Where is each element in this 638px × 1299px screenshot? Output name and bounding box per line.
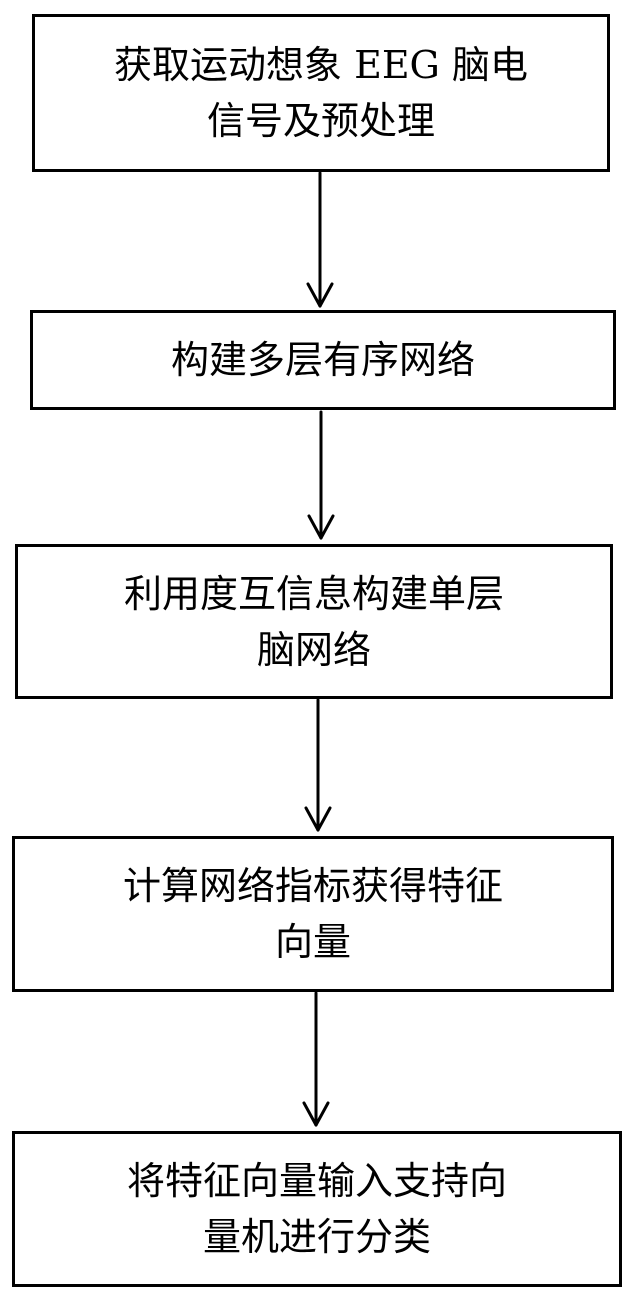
- arrow-3-head: [304, 806, 332, 832]
- step-3-box: 利用度互信息构建单层 脑网络: [15, 544, 613, 699]
- step-5-box: 将特征向量输入支持向 量机进行分类: [12, 1131, 622, 1287]
- step-5-line-1: 将特征向量输入支持向: [126, 1159, 507, 1203]
- step-4-box: 计算网络指标获得特征 向量: [12, 836, 614, 992]
- step-3-line-2: 脑网络: [256, 627, 371, 672]
- step-2-box: 构建多层有序网络: [30, 310, 616, 410]
- step-1-line-2: 信号及预处理: [206, 99, 435, 143]
- step-5-line-2: 量机进行分类: [202, 1215, 431, 1259]
- step-4-line-2: 向量: [274, 920, 351, 964]
- step-4-line-1: 计算网络指标获得特征: [122, 864, 503, 908]
- arrow-4-head: [302, 1101, 330, 1127]
- arrow-1-head: [306, 282, 334, 308]
- step-3-line-1: 利用度互信息构建单层: [123, 571, 504, 616]
- step-1-box: 获取运动想象 EEG 脑电 信号及预处理: [32, 14, 610, 172]
- arrow-2-head: [307, 514, 335, 540]
- step-2-line-1: 构建多层有序网络: [170, 338, 475, 382]
- step-1-line-1: 获取运动想象 EEG 脑电: [114, 43, 528, 87]
